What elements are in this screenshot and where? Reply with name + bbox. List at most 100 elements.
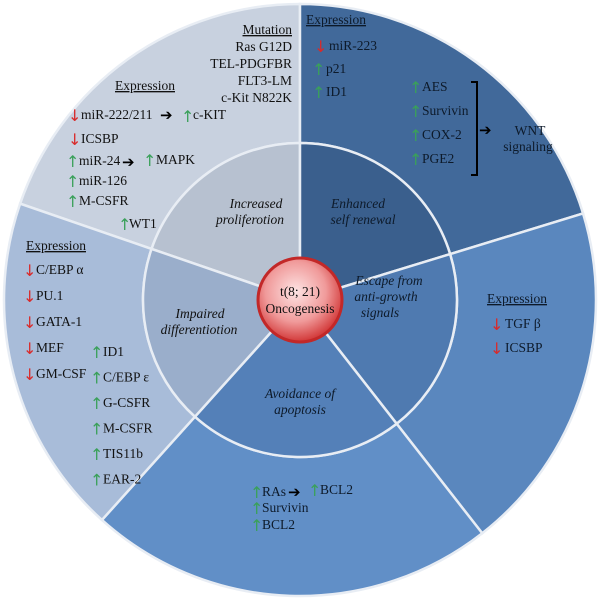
up-arrow-icon: ↑ — [66, 192, 79, 211]
expression-item: C/EBP α — [36, 262, 83, 277]
wnt-label-2: signaling — [503, 139, 553, 154]
expression-item: M-CSFR — [79, 193, 129, 208]
up-arrow-icon: ↑ — [409, 102, 422, 121]
up-arrow-icon: ↑ — [250, 483, 263, 502]
wnt-item: Survivin — [422, 103, 469, 118]
expression-item: BCL2 — [262, 517, 295, 532]
up-arrow-icon: ↑ — [90, 394, 103, 413]
arrow-right-icon: ➔ — [160, 106, 173, 124]
down-arrow-icon: ↓ — [23, 261, 36, 280]
expression-item: miR-222/211 — [81, 107, 153, 122]
expression-item: p21 — [326, 61, 346, 76]
wnt-item: PGE2 — [422, 151, 454, 166]
up-arrow-icon: ↑ — [250, 516, 263, 535]
down-arrow-icon: ↓ — [68, 130, 81, 149]
center-circle — [256, 256, 344, 344]
wnt-label-1: WNT — [515, 123, 546, 138]
expression-target: MAPK — [156, 152, 195, 167]
expression-item: EAR-2 — [103, 472, 141, 487]
expression-item: TGF β — [505, 316, 541, 331]
center-label-line1: t(8; 21) — [280, 284, 320, 299]
up-arrow-icon: ↑ — [312, 60, 325, 79]
expression-item: WT1 — [129, 216, 157, 231]
mutation-item: FLT3-LM — [238, 73, 292, 88]
mutation-item: TEL-PDGFBR — [210, 56, 292, 71]
expression-item: MEF — [36, 340, 64, 355]
up-arrow-icon: ↑ — [66, 152, 79, 171]
arrow-right-icon: ➔ — [479, 121, 492, 139]
up-arrow-icon: ↑ — [143, 151, 156, 170]
differentiation-label-1: Impaired — [175, 306, 225, 321]
expression-item: GATA-1 — [36, 314, 82, 329]
mutation-header: Mutation — [243, 22, 293, 37]
sector-proliferation: Increased proliferotion Mutation Ras G12… — [66, 22, 292, 234]
differentiation-label-2: differentiotion — [161, 322, 238, 337]
bracket — [471, 81, 478, 176]
sector-self-renewal: Enhanced self renewal Expression ↓ miR-2… — [306, 12, 553, 227]
up-arrow-icon: ↑ — [118, 215, 131, 234]
expression-item: M-CSFR — [103, 421, 153, 436]
up-arrow-icon: ↑ — [308, 481, 321, 500]
up-arrow-icon: ↑ — [409, 126, 422, 145]
self-renewal-label-1: Enhanced — [330, 196, 385, 211]
escape-label-1: Escape from — [354, 273, 423, 288]
down-arrow-icon: ↓ — [23, 365, 36, 384]
up-arrow-icon: ↑ — [90, 445, 103, 464]
escape-label-2: anti-growth — [354, 289, 418, 304]
up-arrow-icon: ↑ — [409, 150, 422, 169]
self-renewal-label-2: self renewal — [330, 212, 395, 227]
down-arrow-icon: ↓ — [23, 339, 36, 358]
proliferation-label-1: Increased — [229, 196, 283, 211]
down-arrow-icon: ↓ — [490, 315, 503, 334]
sector-differentiation: Impaired differentiotion Expression ↓C/E… — [23, 238, 238, 490]
expression-item: ICSBP — [81, 131, 119, 146]
expression-header: Expression — [487, 291, 547, 306]
wnt-item: AES — [422, 79, 448, 94]
expression-item: RAs — [262, 484, 286, 499]
expression-item: PU.1 — [36, 288, 63, 303]
expression-target: BCL2 — [320, 482, 353, 497]
up-arrow-icon: ↑ — [90, 343, 103, 362]
down-arrow-icon: ↓ — [490, 339, 503, 358]
expression-item: miR-24 — [79, 153, 121, 168]
down-arrow-icon: ↓ — [68, 106, 81, 125]
up-arrow-icon: ↑ — [90, 471, 103, 490]
up-arrow-icon: ↑ — [90, 420, 103, 439]
expression-header: Expression — [306, 12, 366, 27]
expression-item: miR-223 — [329, 38, 377, 53]
expression-item: Survivin — [262, 500, 309, 515]
sector-escape: Escape from anti-growth signals Expressi… — [354, 273, 547, 358]
up-arrow-icon: ↑ — [90, 369, 103, 388]
up-arrow-icon: ↑ — [409, 78, 422, 97]
escape-label-3: signals — [361, 305, 399, 320]
sector-apoptosis-inner — [193, 298, 399, 459]
expression-item: C/EBP ε — [103, 370, 149, 385]
mutation-item: c-Kit N822K — [221, 90, 292, 105]
expression-item: TIS11b — [103, 446, 143, 461]
up-arrow-icon: ↑ — [250, 499, 263, 518]
expression-item: ICSBP — [505, 340, 543, 355]
expression-item: ID1 — [326, 84, 347, 99]
proliferation-label-2: proliferotion — [215, 212, 284, 227]
arrow-right-icon: ➔ — [122, 153, 135, 171]
apoptosis-label-1: Avoidance of — [264, 386, 337, 401]
down-arrow-icon: ↓ — [314, 37, 327, 56]
arrow-right-icon: ➔ — [288, 483, 301, 501]
expression-item: ID1 — [103, 344, 124, 359]
expression-target: c-KIT — [193, 107, 227, 122]
wnt-item: COX-2 — [422, 127, 462, 142]
up-arrow-icon: ↑ — [181, 107, 194, 126]
up-arrow-icon: ↑ — [66, 172, 79, 191]
sector-apoptosis: Avoidance of apoptosis ↑ RAs ➔ ↑ BCL2 ↑ … — [250, 386, 353, 535]
expression-item: G-CSFR — [103, 395, 150, 410]
down-arrow-icon: ↓ — [23, 287, 36, 306]
center-label-line2: Oncogenesis — [266, 301, 335, 316]
up-arrow-icon: ↑ — [312, 83, 325, 102]
expression-header: Expression — [26, 238, 86, 253]
sector-self-renewal-inner — [298, 141, 452, 302]
expression-item: miR-126 — [79, 173, 127, 188]
apoptosis-label-2: apoptosis — [274, 402, 326, 417]
down-arrow-icon: ↓ — [23, 313, 36, 332]
mutation-item: Ras G12D — [235, 39, 292, 54]
